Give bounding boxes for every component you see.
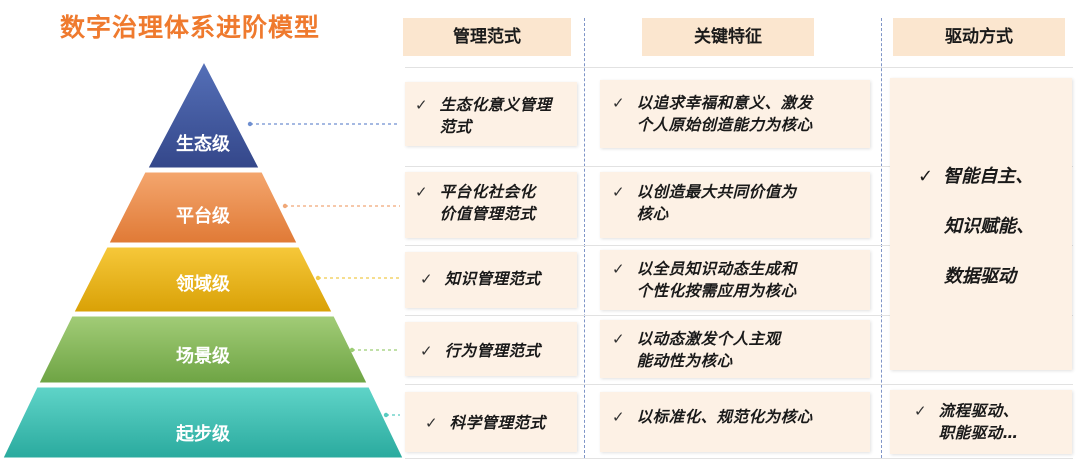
feature-card [600,392,870,452]
pyramid-level-5 [2,386,404,459]
paradigm-card [405,82,577,146]
feature-card [600,320,870,378]
check-icon: ✓ [612,260,625,278]
feature-item-starter: ✓ 以标准化、规范化为核心 [612,408,813,426]
paradigm-item-scenario: ✓ 行为管理范式 [420,342,541,360]
check-icon: ✓ [612,183,625,201]
row-divider [405,245,1073,246]
feature-item-domain: ✓ 以全员知识动态生成和个性化按需应用为核心 [612,260,797,300]
pyramid-level-3 [73,246,333,313]
check-icon: ✓ [425,414,438,432]
pyramid [2,60,404,459]
level-label-scenario: 场景级 [176,346,230,367]
check-icon: ✓ [612,330,625,348]
paradigm-item-starter: ✓ 科学管理范式 [425,414,546,432]
header-features: 关键特征 [642,18,814,56]
paradigm-card [405,172,577,238]
feature-card [600,250,870,310]
row-divider [405,458,1073,459]
paradigm-card [405,392,577,452]
level-label-ecosystem: 生态级 [176,134,230,155]
drive-card [890,78,1072,370]
column-divider [584,18,585,458]
check-icon: ✓ [914,402,927,420]
paradigm-card [405,322,577,376]
row-divider [405,315,1073,316]
pyramid-level-4 [38,315,368,384]
check-icon: ✓ [415,96,428,114]
pyramid-level-2 [108,171,298,244]
check-icon: ✓ [420,342,433,360]
drive-item-basic: ✓ 流程驱动、职能驱动… [914,402,1019,442]
check-icon: ✓ [918,166,934,187]
feature-item-scenario: ✓ 以动态激发个人主观能动性为核心 [612,330,781,370]
drive-card [890,390,1072,454]
paradigm-item-ecosystem: ✓ 生态化意义管理范式 [415,96,552,136]
header-drive: 驱动方式 [893,18,1065,56]
header-paradigm: 管理范式 [403,18,571,56]
feature-item-platform: ✓ 以创造最大共同价值为核心 [612,183,797,223]
diagram-title: 数字治理体系进阶模型 [60,13,321,42]
pyramid-level-1 [147,60,260,169]
drive-item-advanced: ✓智能自主、 知识赋能、 数据驱动 [918,166,1034,287]
level-label-starter: 起步级 [176,424,230,445]
level-label-platform: 平台级 [176,206,230,227]
feature-card [600,80,870,148]
paradigm-item-domain: ✓ 知识管理范式 [420,270,541,288]
paradigm-item-platform: ✓ 平台化社会化价值管理范式 [415,183,536,223]
check-icon: ✓ [612,408,625,426]
row-divider [405,166,1073,167]
row-divider [405,384,1073,385]
feature-card [600,172,870,238]
connectors [247,121,400,418]
feature-item-ecosystem: ✓ 以追求幸福和意义、激发个人原始创造能力为核心 [612,94,813,134]
level-label-domain: 领域级 [176,274,230,295]
paradigm-card [405,252,577,308]
check-icon: ✓ [612,94,625,112]
column-divider [881,18,882,458]
check-icon: ✓ [420,270,433,288]
check-icon: ✓ [415,183,428,201]
row-divider [405,67,1073,68]
